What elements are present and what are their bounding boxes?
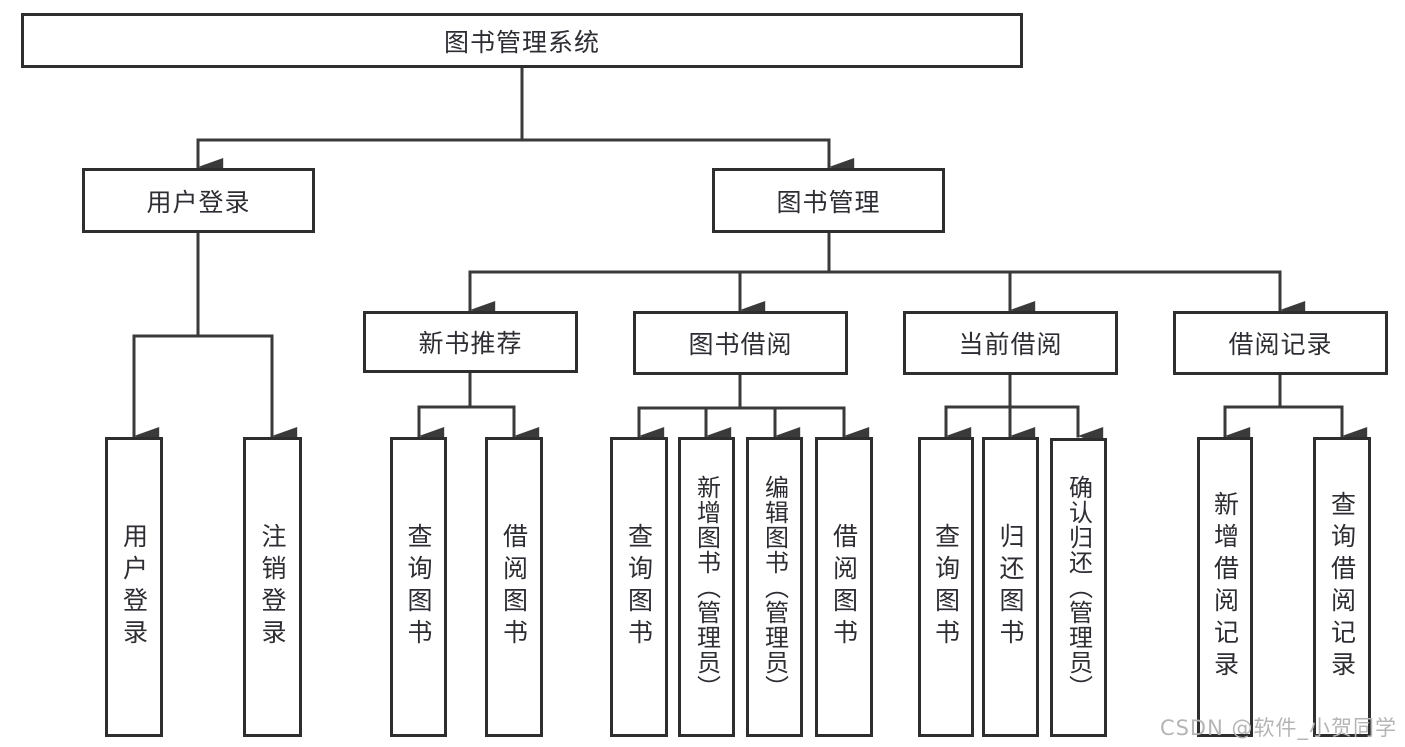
node-user-login-label: 用户登录 [146,187,251,217]
node-user-login: 用户登录 [82,168,315,233]
leaf-add-borrow-record: 新增借阅记录 [1197,437,1253,737]
connector-book-borrow [637,373,870,445]
connector-user-login [132,231,298,445]
leaf-query-books-current-label: 查询图书 [931,523,961,651]
node-book-management-label: 图书管理 [776,187,881,217]
leaf-confirm-return-admin: 确认归还（管理员） [1050,438,1107,737]
leaf-borrow-books: 借阅图书 [815,437,873,737]
connector-borrow-record [1223,373,1368,445]
leaf-return-books: 归还图书 [982,437,1039,737]
leaf-return-books-label: 归还图书 [996,523,1025,651]
leaf-logout-login: 注销登录 [243,437,302,737]
leaf-edit-books-admin: 编辑图书（管理员） [746,437,803,737]
node-book-management: 图书管理 [712,168,945,233]
csdn-watermark: CSDN @软件_小贺同学 [1159,716,1397,740]
connector-current-borrow [944,373,1104,445]
node-current-borrow: 当前借阅 [903,311,1118,375]
leaf-query-books-recommend-label: 查询图书 [404,523,433,651]
leaf-borrow-books-label: 借阅图书 [829,523,859,651]
node-book-borrow: 图书借阅 [633,311,848,375]
node-book-borrow-label: 图书借阅 [688,330,793,359]
leaf-query-books-current: 查询图书 [918,437,974,737]
leaf-borrow-books-recommend-label: 借阅图书 [499,523,529,651]
leaf-add-borrow-record-label: 新增借阅记录 [1210,491,1240,683]
leaf-query-books-borrow-label: 查询图书 [624,523,654,651]
leaf-logout-login-label: 注销登录 [258,523,287,651]
leaf-edit-books-admin-label: 编辑图书（管理员） [760,474,789,700]
connector-root [196,66,855,176]
leaf-query-books-recommend: 查询图书 [390,437,447,737]
leaf-user-login: 用户登录 [105,437,163,737]
leaf-query-books-borrow: 查询图书 [610,437,668,737]
node-root-label: 图书管理系统 [443,27,600,57]
leaf-query-borrow-record: 查询借阅记录 [1313,437,1371,737]
connector-new-book-recommend [417,371,540,445]
node-new-book-recommend-label: 新书推荐 [418,329,523,358]
node-current-borrow-label: 当前借阅 [958,330,1063,359]
node-new-book-recommend: 新书推荐 [363,311,578,373]
node-borrow-record-label: 借阅记录 [1228,330,1333,359]
leaf-borrow-books-recommend: 借阅图书 [485,437,543,737]
leaf-query-borrow-record-label: 查询借阅记录 [1327,491,1357,683]
leaf-confirm-return-admin-label: 确认归还（管理员） [1064,475,1093,700]
leaf-user-login-label: 用户登录 [119,523,149,651]
leaf-add-books-admin: 新增图书（管理员） [678,437,735,737]
connector-book-management [468,231,1306,319]
node-root: 图书管理系统 [21,13,1023,68]
leaf-add-books-admin-label: 新增图书（管理员） [692,474,721,700]
node-borrow-record: 借阅记录 [1173,311,1388,375]
